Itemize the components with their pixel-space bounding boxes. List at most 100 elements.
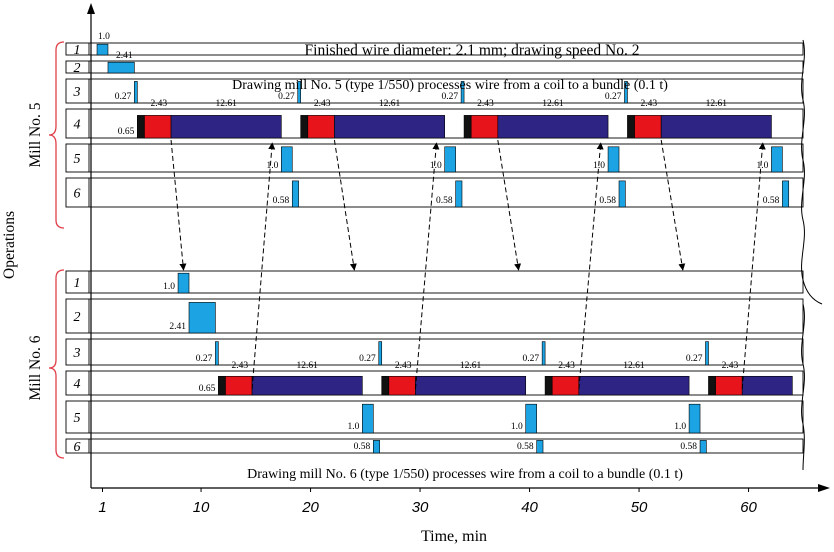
mill6-bar-op4 [251, 375, 363, 396]
mill6-op-row-5 [65, 400, 804, 434]
mill5-op-label: 2 [74, 61, 81, 76]
mill5-bar-label: 0.27 [441, 92, 458, 102]
mill5-bar-label: 1.0 [98, 32, 110, 42]
transfer-arrow [741, 142, 766, 390]
transfer-arrow [170, 139, 187, 271]
x-axis-arrowhead [818, 484, 830, 492]
mill6-bar-label: 0.65 [199, 384, 216, 394]
mill5-bar-op5 [444, 146, 456, 173]
mill5-bar-op4 [307, 115, 335, 139]
mill5-bar-label: 0.58 [599, 196, 616, 206]
x-tick-label: 60 [740, 499, 757, 516]
mill6-bar-label: 1.0 [511, 422, 523, 432]
mill5-bar-label: 0.27 [605, 92, 622, 102]
mill5-bar-label: 1.0 [757, 161, 769, 171]
mill6-bar-op4 [741, 375, 793, 396]
mill6-bar-op5 [525, 403, 537, 434]
transfer-arrow [660, 139, 686, 271]
x-axis-title: Time, min [421, 528, 487, 545]
mill6-bar-op3 [215, 341, 219, 366]
mill5-op-label: 5 [74, 152, 81, 167]
mill5-bar-label: 2.43 [641, 99, 658, 109]
mill6-bar-label: 1.0 [347, 422, 359, 432]
mill6-bar-label: 2.43 [231, 361, 248, 371]
mill5-op-label: 6 [74, 187, 81, 202]
mill6-op-label: 5 [74, 411, 81, 426]
x-tick-label: 10 [193, 499, 210, 516]
mill5-bar-op6 [782, 180, 790, 208]
mill6-op-row-3 [65, 338, 804, 366]
mill5-bar-op3 [134, 81, 138, 104]
mill6-bar-op4 [225, 375, 253, 396]
break-line [801, 39, 823, 471]
mill5-bar-op4 [660, 115, 772, 139]
mill6-bar-op4 [381, 375, 390, 396]
mill6-bar-op4 [708, 375, 716, 396]
mill5-bar-op4 [627, 115, 635, 139]
mill5-bar-op6 [455, 180, 463, 208]
mill6-bar-op4 [218, 375, 226, 396]
mill5-bar-op4 [470, 115, 499, 139]
x-tick-label: 40 [521, 499, 538, 516]
mill6-bar-label: 0.27 [196, 354, 213, 364]
x-tick-label: 30 [412, 499, 429, 516]
mill5-bar-label: 12.61 [215, 99, 237, 109]
mill5-bar-op3 [297, 81, 301, 104]
mill6-bar-label: 0.27 [686, 354, 703, 364]
transfer-arrow [251, 142, 276, 390]
mill6-bar-label: 1.0 [163, 282, 175, 292]
header-title: Finished wire diameter: 2.1 mm; drawing … [305, 42, 640, 59]
mill6-op-label: 6 [74, 440, 81, 455]
mill5-op-row-2 [65, 60, 804, 74]
mill6-bar-op6 [699, 440, 707, 454]
mill6-bar-op6 [372, 440, 380, 454]
x-tick-label: 20 [301, 499, 319, 516]
transfer-arrow [414, 142, 440, 390]
x-tick-label: 1 [98, 499, 106, 516]
mill5-bar-op5 [607, 146, 620, 173]
mill5-bar-label: 0.27 [278, 92, 295, 102]
mill6-op-row-6 [65, 438, 804, 454]
mill6-bar-label: 0.58 [354, 442, 371, 452]
mill5-bar-op4 [300, 115, 309, 139]
mill5-bar-label: 1.0 [266, 161, 278, 171]
mill6-bar-op4 [544, 375, 553, 396]
mill5-caption: Drawing mill No. 5 (type 1/550) processe… [232, 78, 668, 93]
transfer-arrow [333, 139, 357, 271]
mill6-bar-label: 0.58 [680, 442, 697, 452]
mill5-bar-op4 [144, 115, 172, 139]
mill6-label: Mill No. 6 [27, 335, 44, 400]
mill5-bar-label: 12.61 [542, 99, 564, 109]
mill6-op-row-2 [65, 298, 804, 334]
mill6-bracket [48, 269, 65, 459]
mill6-bar-op5 [362, 403, 374, 434]
mill6-bar-label: 12.61 [623, 361, 645, 371]
mill5-bar-label: 1.0 [430, 161, 442, 171]
mill6-bar-label: 2.43 [558, 361, 575, 371]
mill6-bar-label: 2.43 [395, 361, 412, 371]
mill6-bar-label: 1.0 [674, 422, 686, 432]
mill5-bar-label: 2.41 [116, 51, 133, 61]
transfer-arrow [497, 139, 522, 271]
mill5-bar-label: 0.58 [436, 196, 453, 206]
mill5-bar-op3 [624, 81, 628, 104]
mill6-caption: Drawing mill No. 6 (type 1/550) processe… [247, 467, 683, 482]
mill5-bar-label: 12.61 [706, 99, 728, 109]
transfer-arrow [578, 142, 604, 390]
mill5-bar-label: 12.61 [379, 99, 401, 109]
mill5-bar-op2 [107, 61, 135, 74]
mill5-bar-label: 0.58 [763, 196, 780, 206]
mill6-op-label: 2 [74, 310, 81, 325]
mill6-bar-op3 [541, 341, 546, 366]
mill6-bar-op6 [536, 440, 544, 454]
y-axis-title: Operations [1, 211, 18, 279]
mill6-bar-label: 2.41 [169, 322, 186, 332]
mill6-op-label: 1 [74, 276, 81, 291]
mill6-bar-op2 [188, 302, 216, 334]
mill5-bar-label: 0.58 [273, 196, 290, 206]
mill6-bar-label: 12.61 [460, 361, 482, 371]
mill6-bar-label: 2.43 [722, 361, 739, 371]
mill6-bar-label: 0.58 [517, 442, 534, 452]
